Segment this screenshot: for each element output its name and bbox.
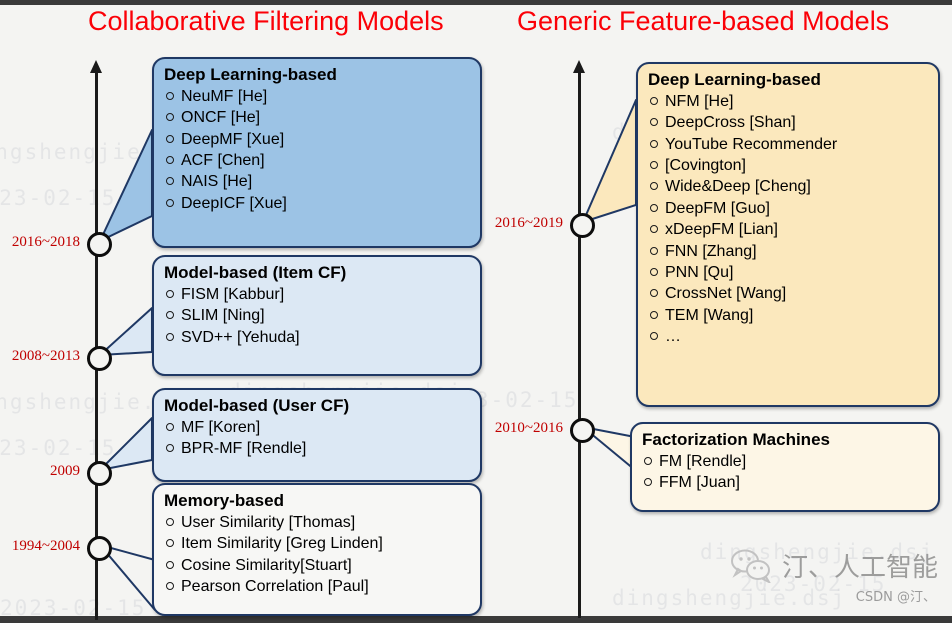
timeline-shaft	[578, 70, 581, 618]
callout-heading: Model-based (User CF)	[164, 396, 350, 415]
callout-heading: Model-based (Item CF)	[164, 263, 347, 282]
list-item: YouTube Recommender	[648, 134, 928, 155]
callout-list: User Similarity [Thomas] Item Similarity…	[164, 512, 470, 597]
list-item: User Similarity [Thomas]	[164, 512, 470, 533]
timeline-node[interactable]	[87, 461, 112, 486]
callout-tail	[582, 99, 637, 223]
timeline-node[interactable]	[570, 213, 595, 238]
list-item: ACF [Chen]	[164, 150, 470, 171]
timeline-year-label: 2009	[50, 463, 80, 479]
callout-model-based-item-cf[interactable]: Model-based (Item CF) FISM [Kabbur] SLIM…	[152, 255, 482, 376]
timeline-year-label: 1994~2004	[11, 538, 80, 554]
callout-heading: Deep Learning-based	[164, 65, 337, 84]
list-item: DeepCross [Shan]	[648, 112, 928, 133]
list-item: Cosine Similarity[Stuart]	[164, 555, 470, 576]
callout-tail	[99, 129, 153, 242]
callout-list: NeuMF [He] ONCF [He] DeepMF [Xue] ACF [C…	[164, 86, 470, 214]
list-item: ONCF [He]	[164, 107, 470, 128]
timeline-arrow-icon	[90, 60, 102, 73]
timeline-year-label: 2016~2019	[494, 215, 563, 231]
list-item: SVD++ [Yehuda]	[164, 327, 470, 348]
callout-tail	[99, 417, 153, 471]
list-item: Pearson Correlation [Paul]	[164, 576, 470, 597]
callout-heading: Memory-based	[164, 491, 284, 510]
callout-list: MF [Koren] BPR-MF [Rendle]	[164, 417, 470, 460]
timeline-year-label: 2008~2013	[11, 348, 80, 364]
list-item: DeepICF [Xue]	[164, 193, 470, 214]
list-item: Item Similarity [Greg Linden]	[164, 533, 470, 554]
timeline-node[interactable]	[87, 232, 112, 257]
list-item: BPR-MF [Rendle]	[164, 438, 470, 459]
callout-tail	[99, 307, 153, 356]
watermark-text: 2023-02-15	[0, 186, 117, 210]
list-item: DeepFM [Guo]	[648, 198, 928, 219]
wechat-icon	[730, 549, 771, 583]
list-item: NAIS [He]	[164, 171, 470, 192]
timeline-shaft	[95, 70, 98, 620]
timeline-arrow-icon	[573, 60, 585, 73]
list-item: FISM [Kabbur]	[164, 284, 470, 305]
callout-heading: Deep Learning-based	[648, 70, 821, 89]
list-item: Wide&Deep [Cheng]	[648, 176, 928, 197]
callout-deep-learning-generic[interactable]: Deep Learning-based NFM [He] DeepCross […	[636, 62, 940, 407]
column-title-left: Collaborative Filtering Models	[88, 6, 444, 36]
brand-watermark: 汀、人工智能 CSDN @汀、	[730, 547, 938, 605]
wechat-account-name: 汀、人工智能	[781, 553, 938, 583]
timeline-year-label: 2016~2018	[11, 234, 80, 250]
letterbox-top	[0, 0, 952, 5]
list-item-continuation: [Covington]	[648, 155, 928, 176]
timeline-year-label: 2010~2016	[494, 420, 563, 436]
timeline-node[interactable]	[87, 536, 112, 561]
list-item: FM [Rendle]	[642, 451, 928, 472]
watermark-text: 2023-02-15	[0, 436, 117, 460]
list-item: FNN [Zhang]	[648, 241, 928, 262]
callout-list: NFM [He] DeepCross [Shan] YouTube Recomm…	[648, 91, 928, 347]
callout-list: FISM [Kabbur] SLIM [Ning] SVD++ [Yehuda]	[164, 284, 470, 348]
timeline-node[interactable]	[87, 346, 112, 371]
list-item: NFM [He]	[648, 91, 928, 112]
callout-list: FM [Rendle] FFM [Juan]	[642, 451, 928, 494]
column-title-right: Generic Feature-based Models	[517, 6, 890, 36]
timeline-node[interactable]	[570, 418, 595, 443]
list-item: xDeepFM [Lian]	[648, 219, 928, 240]
callout-deep-learning-cf[interactable]: Deep Learning-based NeuMF [He] ONCF [He]…	[152, 57, 482, 248]
list-item: MF [Koren]	[164, 417, 470, 438]
list-item: FFM [Juan]	[642, 472, 928, 493]
callout-model-based-user-cf[interactable]: Model-based (User CF) MF [Koren] BPR-MF …	[152, 388, 482, 482]
callout-heading: Factorization Machines	[642, 430, 830, 449]
list-item: …	[648, 326, 928, 347]
letterbox-bottom	[0, 616, 952, 623]
list-item: PNN [Qu]	[648, 262, 928, 283]
list-item: TEM [Wang]	[648, 305, 928, 326]
list-item: DeepMF [Xue]	[164, 129, 470, 150]
list-item: CrossNet [Wang]	[648, 283, 928, 304]
list-item: SLIM [Ning]	[164, 305, 470, 326]
callout-memory-based[interactable]: Memory-based User Similarity [Thomas] It…	[152, 483, 482, 616]
csdn-credit: CSDN @汀、	[855, 590, 936, 605]
list-item: NeuMF [He]	[164, 86, 470, 107]
callout-factorization-machines[interactable]: Factorization Machines FM [Rendle] FFM […	[630, 422, 940, 512]
